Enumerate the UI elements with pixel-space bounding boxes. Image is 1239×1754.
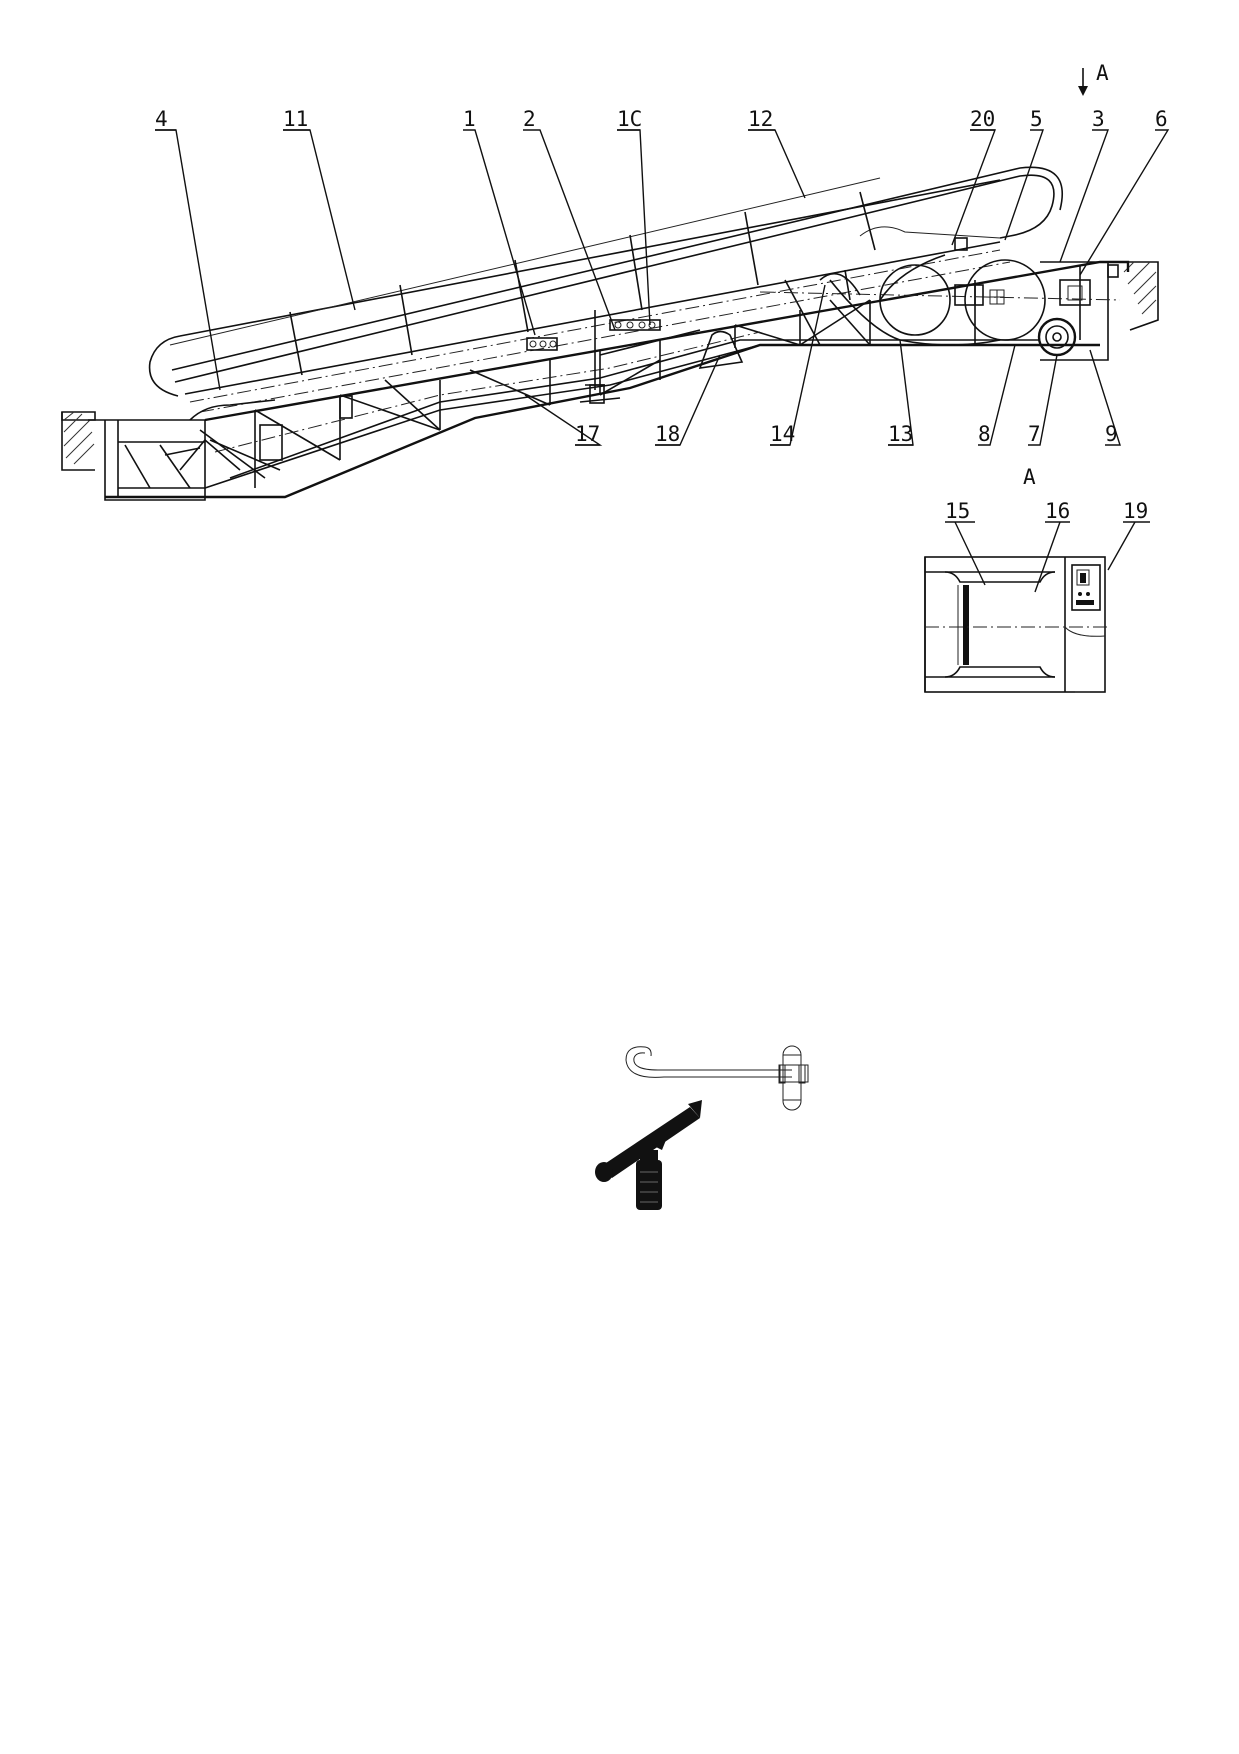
callout-19: 19 <box>1123 499 1148 523</box>
callout-13: 13 <box>888 422 913 446</box>
section-a-label: A <box>1023 465 1036 489</box>
callout-5: 5 <box>1030 107 1043 131</box>
balustrade <box>148 166 1064 397</box>
t-wrench-icon <box>595 1100 702 1210</box>
callout-20: 20 <box>970 107 995 131</box>
callout-14: 14 <box>770 422 795 446</box>
callout-16: 16 <box>1045 499 1070 523</box>
callout-10: 1C <box>617 107 642 131</box>
tools-illustration <box>595 1045 809 1210</box>
view-a-label: A <box>1096 61 1109 85</box>
callout-12: 12 <box>748 107 773 131</box>
callout-17: 17 <box>575 422 600 446</box>
callout-4: 4 <box>155 107 168 131</box>
escalator-side-view: A 4 11 1 2 1C 12 20 5 3 6 17 18 14 13 8 … <box>61 61 1170 501</box>
middle-components <box>526 237 1119 404</box>
callout-7: 7 <box>1028 422 1041 446</box>
lower-floor-hatch <box>61 411 96 471</box>
return-station <box>164 395 353 461</box>
callout-18: 18 <box>655 422 680 446</box>
callout-6: 6 <box>1155 107 1168 131</box>
callout-1: 1 <box>463 107 476 131</box>
callout-8: 8 <box>978 422 991 446</box>
callout-9: 9 <box>1105 422 1118 446</box>
callout-underlines <box>155 129 995 446</box>
hook-key-icon <box>625 1045 809 1111</box>
callout-11: 11 <box>283 107 308 131</box>
callout-labels: A 4 11 1 2 1C 12 20 5 3 6 17 18 14 13 8 … <box>155 61 1168 446</box>
truss-frame <box>88 260 1130 501</box>
callout-3: 3 <box>1092 107 1105 131</box>
callout-15: 15 <box>945 499 970 523</box>
callout-2: 2 <box>523 107 536 131</box>
view-a-detail: A 15 16 19 <box>924 465 1150 693</box>
view-arrow-a <box>1078 68 1088 96</box>
upper-floor-hatch <box>1118 261 1159 331</box>
